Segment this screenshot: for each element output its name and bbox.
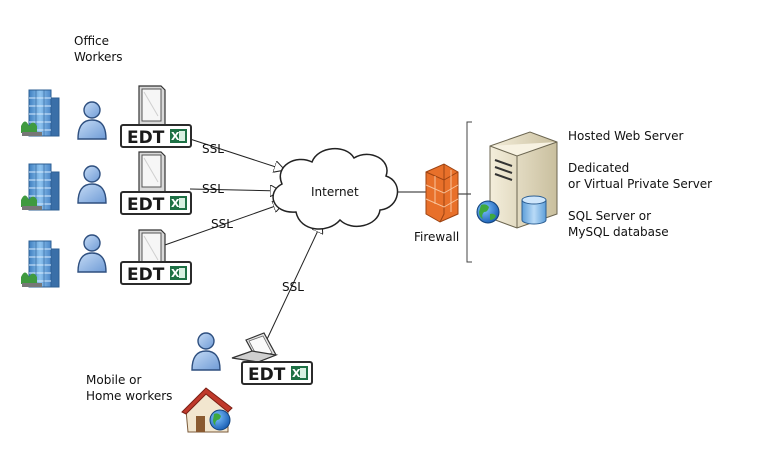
home-icon [181, 387, 233, 433]
edt-badge [120, 124, 192, 149]
sql-server-text: SQL Server or [568, 209, 652, 223]
office-workers-label: Office Workers [74, 33, 123, 65]
globe-icon [476, 200, 500, 224]
mysql-text: MySQL database [568, 225, 669, 239]
mobile-workers-label: Mobile or Home workers [86, 372, 172, 404]
ssl-label-mobile: SSL [282, 280, 304, 294]
ssl-connection-line-3 [161, 203, 284, 247]
laptop-icon [231, 332, 279, 363]
firewall-label: Firewall [414, 230, 459, 244]
ssl-label-1: SSL [202, 142, 224, 156]
ssl-label-3: SSL [211, 217, 233, 231]
person-icon [77, 165, 107, 204]
person-icon [191, 332, 221, 371]
person-icon [77, 234, 107, 273]
ssl-connection-line-2 [189, 189, 281, 191]
building-icon [20, 163, 60, 211]
vps-text: or Virtual Private Server [568, 177, 713, 191]
ssl-connection-line-mobile [261, 222, 322, 351]
edt-badge [120, 191, 192, 216]
server-description: Hosted Web Server Dedicated or Virtual P… [568, 128, 712, 240]
mobile-workers-line: Mobile or [86, 373, 142, 387]
edt-badge [120, 261, 192, 286]
server-bracket [466, 121, 472, 263]
building-icon [20, 89, 60, 137]
office-workers-line: Workers [74, 50, 123, 64]
cloud-icon [272, 148, 399, 230]
edt-badge [241, 361, 313, 386]
internet-label: Internet [311, 185, 359, 199]
mobile-workers-line: Home workers [86, 389, 173, 403]
office-workers-line: Office [74, 34, 110, 48]
database-icon [521, 195, 547, 225]
dedicated-text: Dedicated [568, 161, 630, 175]
person-icon [77, 101, 107, 140]
ssl-label-2: SSL [202, 182, 224, 196]
hosted-web-server-text: Hosted Web Server [568, 129, 684, 143]
building-icon [20, 240, 60, 288]
firewall-icon [425, 163, 459, 223]
ssl-connection-line-1 [189, 138, 285, 170]
